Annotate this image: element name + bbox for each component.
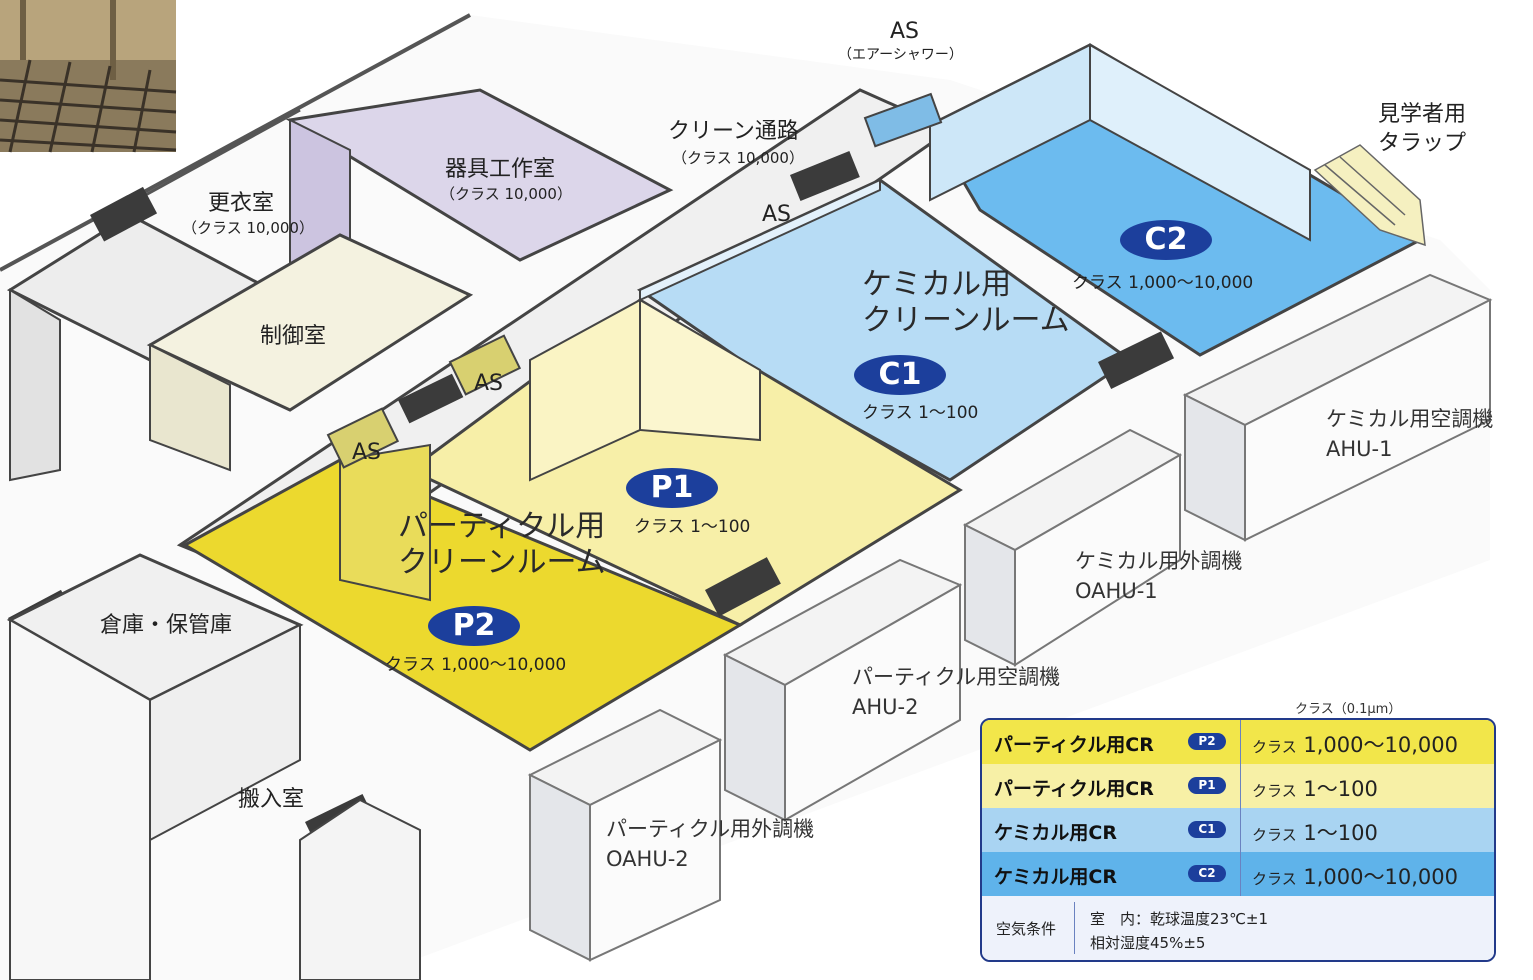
legend-row-c2: ケミカル用CR C2 クラス 1,000～10,000 [982, 852, 1494, 897]
oahu2-code: OAHU-2 [606, 847, 689, 871]
class-legend-table: パーティクル用CR P2 クラス 1,000～10,000 パーティクル用CR … [980, 718, 1496, 962]
zone-badge-p1: P1 [626, 468, 718, 508]
air-handling-units [527, 273, 1493, 962]
zone-class-c2: クラス 1,000～10,000 [1072, 273, 1254, 293]
legend-row-p2: パーティクル用CR P2 クラス 1,000～10,000 [982, 720, 1494, 765]
particle-cleanroom [181, 298, 963, 752]
oahu1-name: ケミカル用外調機 [1075, 549, 1243, 573]
ahu2-code: AHU-2 [852, 695, 919, 719]
legend-row-prefix: クラス [1252, 782, 1297, 800]
control-room-name: 制御室 [260, 324, 327, 349]
zone-badge-c2: C2 [1120, 220, 1212, 260]
legend-row-badge: C2 [1188, 865, 1226, 882]
legend-row-number: 1～100 [1303, 777, 1378, 801]
legend-row-number: 1,000～10,000 [1303, 733, 1458, 757]
zone-class-c1: クラス 1～100 [862, 403, 979, 423]
ahu1-name: ケミカル用空調機 [1326, 407, 1494, 431]
air-shower-label-chemical: AS [762, 202, 792, 227]
air-shower-label-p2: AS [352, 440, 382, 465]
chemical-cleanroom-title-1: ケミカル用 [862, 267, 1012, 302]
corridor-class: （クラス 10,000） [672, 149, 804, 167]
legend-row-value: クラス 1,000～10,000 [1252, 729, 1458, 759]
oahu1-code: OAHU-1 [1075, 579, 1158, 603]
legend-row-badge: P1 [1188, 777, 1226, 794]
legend-divider [1240, 808, 1241, 852]
ahu2-name: パーティクル用空調機 [852, 665, 1061, 689]
locker-room-class: （クラス 10,000） [182, 219, 314, 237]
legend-row-p1: パーティクル用CR P1 クラス 1～100 [982, 764, 1494, 809]
loading-room-name: 搬入室 [238, 787, 305, 812]
visitor-stairs [1313, 144, 1426, 247]
visitor-stairs-line1: 見学者用 [1378, 102, 1467, 127]
legend-divider [1240, 720, 1241, 764]
zone-badge-p2: P2 [428, 606, 520, 646]
air-shower-description: （エアーシャワー） [838, 47, 963, 63]
ahu1-code: AHU-1 [1326, 437, 1393, 461]
legend-row-prefix: クラス [1252, 738, 1297, 756]
workshop-room-class: （クラス 10,000） [440, 185, 572, 203]
locker-room-name: 更衣室 [208, 191, 275, 216]
visitor-stairs-line2: タラップ [1378, 131, 1467, 156]
legend-divider [1240, 764, 1241, 808]
legend-caption: クラス（0.1μm） [1295, 702, 1402, 717]
legend-row-name: ケミカル用CR [994, 866, 1118, 888]
oahu2-name: パーティクル用外調機 [606, 817, 815, 841]
legend-row-c1: ケミカル用CR C1 クラス 1～100 [982, 808, 1494, 853]
photo-inset [0, 0, 177, 153]
air-conditions-humidity: 相対湿度45%±5 [1090, 934, 1206, 952]
corridor-name: クリーン通路 [668, 119, 799, 144]
legend-row-prefix: クラス [1252, 870, 1297, 888]
zone-class-p2: クラス 1,000～10,000 [385, 655, 567, 675]
air-conditions: 空気条件 室 内：乾球温度23℃±1 相対湿度45%±5 [982, 896, 1494, 960]
zone-badge-c1: C1 [854, 355, 946, 395]
air-conditions-label: 空気条件 [996, 920, 1057, 938]
legend-divider [1074, 902, 1075, 954]
air-conditions-temperature: 室 内：乾球温度23℃±1 [1090, 910, 1269, 928]
lower-rooms [6, 553, 421, 980]
legend-row-value: クラス 1,000～10,000 [1252, 861, 1458, 891]
legend-row-number: 1～100 [1303, 821, 1378, 845]
legend-row-badge: C1 [1188, 821, 1226, 838]
chemical-cleanroom [636, 43, 1424, 482]
storage-room-name: 倉庫・保管庫 [100, 613, 233, 638]
workshop-room-name: 器具工作室 [445, 157, 556, 182]
legend-row-name: パーティクル用CR [994, 734, 1154, 756]
legend-row-name: パーティクル用CR [994, 778, 1154, 800]
zone-class-p1: クラス 1～100 [634, 517, 751, 537]
particle-cleanroom-title-1: パーティクル用 [398, 509, 606, 544]
air-shower-label-p1: AS [474, 371, 504, 396]
legend-row-number: 1,000～10,000 [1303, 865, 1458, 889]
air-shower-top-label: AS [890, 19, 920, 44]
legend-divider [1240, 852, 1241, 896]
legend-row-prefix: クラス [1252, 826, 1297, 844]
legend-row-name: ケミカル用CR [994, 822, 1118, 844]
legend-row-value: クラス 1～100 [1252, 817, 1378, 847]
legend-row-value: クラス 1～100 [1252, 773, 1378, 803]
chemical-cleanroom-title-2: クリーンルーム [862, 303, 1070, 338]
legend-row-badge: P2 [1188, 733, 1226, 750]
support-rooms [6, 88, 674, 482]
particle-cleanroom-title-2: クリーンルーム [398, 545, 606, 580]
